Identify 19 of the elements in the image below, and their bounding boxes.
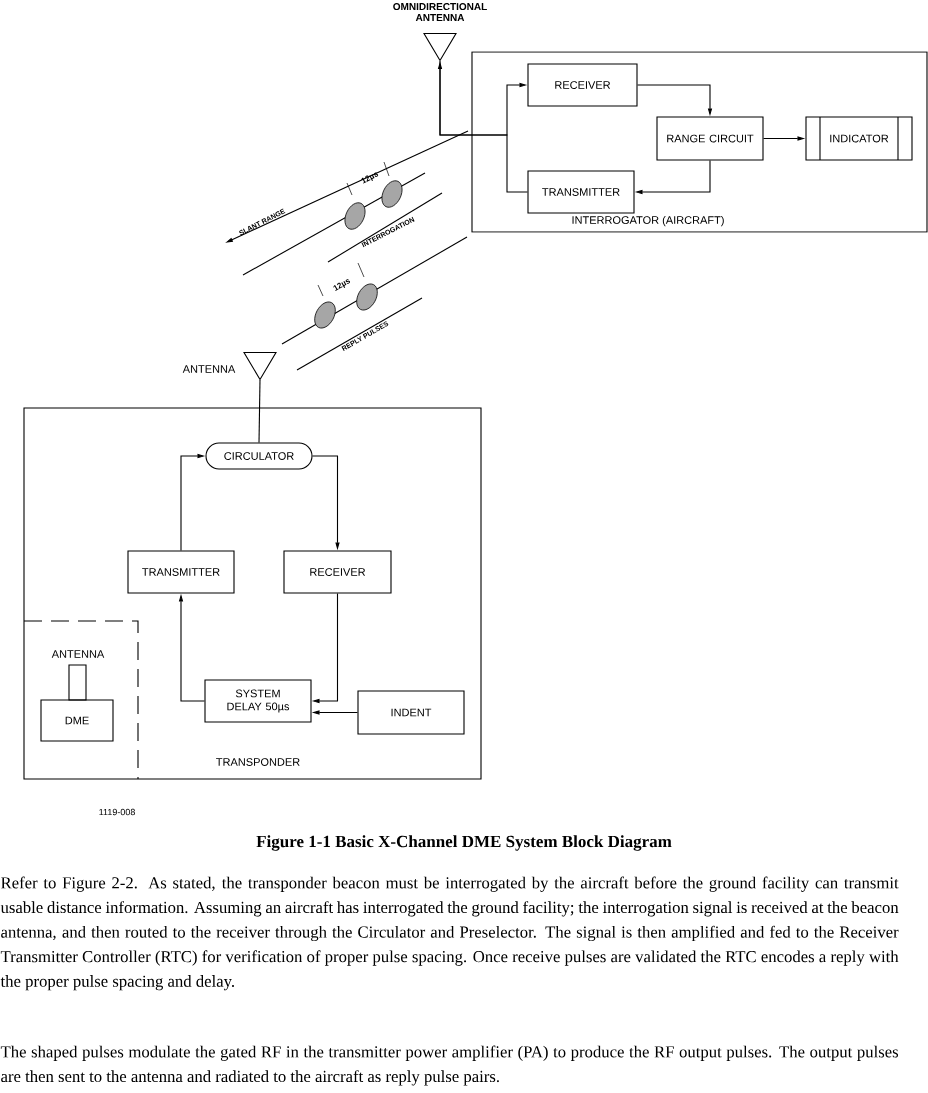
block-box: RECEIVER [283, 550, 392, 594]
signal-label: 12µs [333, 279, 350, 291]
indicator-box: INDICATOR [805, 116, 913, 161]
drawing-number: 1119-008 [99, 808, 135, 816]
block-box: DME [40, 699, 114, 742]
block-box: SYSTEM DELAY 50µs [204, 679, 312, 723]
block-box: RANGE CIRCUIT [656, 116, 764, 161]
node-label: ANTENNA [51, 650, 105, 658]
signal-label: 12µs [361, 172, 379, 184]
block-box: TRANSMITTER [527, 170, 635, 214]
block-box: RECEIVER [527, 63, 638, 107]
antenna-stub: ANTENNA [51, 650, 105, 701]
body-paragraph: The shaped pulses modulate the gated RF in the transmitter power amplifier (PA) to produce the RF output pulses. The output pulses are then sent to the antenna and radiated to the aircraft as reply pulse pairs. [0, 1045, 899, 1086]
circulator-box: CIRCULATOR [205, 442, 313, 470]
figure-caption: Figure 1-1 Basic X-Channel DME System Block Diagram [256, 835, 672, 851]
block-box: INDENT [357, 690, 465, 735]
block-box: TRANSMITTER [127, 550, 235, 594]
body-paragraph: Refer to Figure 2-2. As stated, the transponder beacon must be interrogated by the aircraft before the ground facility can transmit usable distance information. Assuming an aircraft has interrogated the ground facility; the interrogation signal is received at the beacon antenna, and then routed to the receiver through the Circulator and Preselector. The signal is then amplified and fed to the Receiver Transmitter Controller (RTC) for verification of proper pulse spacing. Once receive pulses are validated the RTC encodes a reply with the proper pulse spacing and delay. [0, 876, 899, 991]
dashed-box [23, 620, 139, 780]
